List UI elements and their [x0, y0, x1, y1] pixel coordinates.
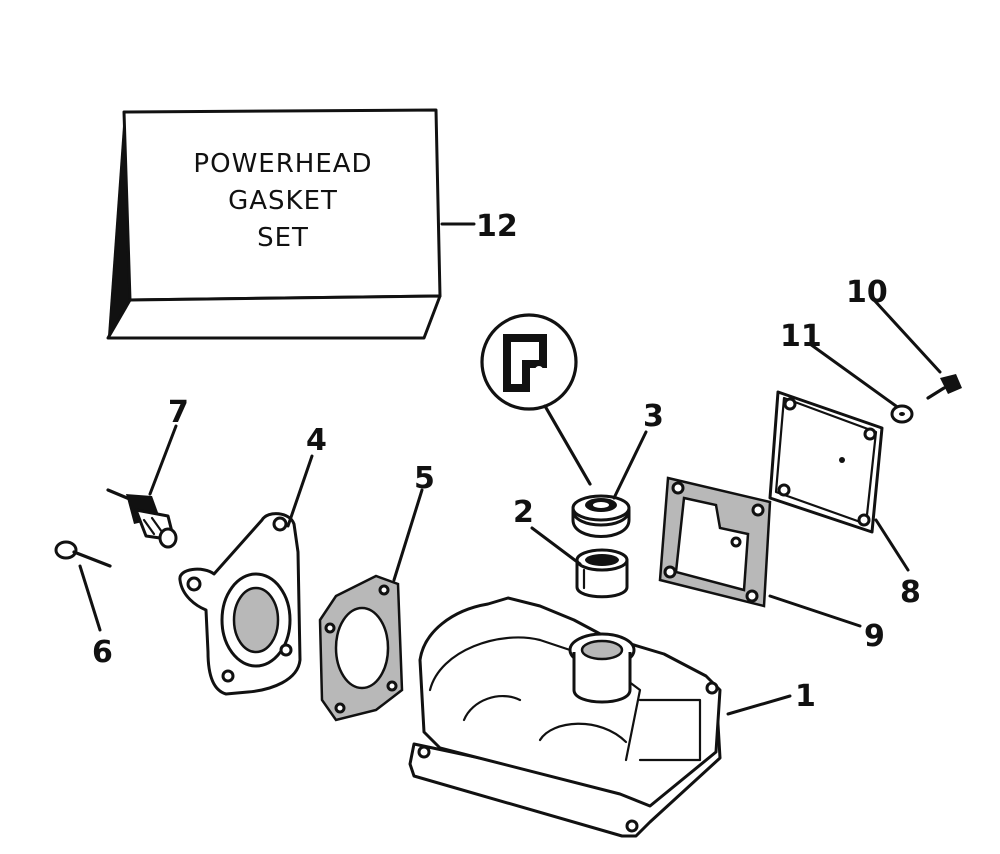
callout-5: 5	[414, 461, 435, 496]
box-label-line-1: POWERHEAD	[193, 149, 372, 179]
callout-1: 1	[795, 679, 816, 714]
callout-labels: 1 2 3 4 5 6 7 8 9 10 11 12	[92, 209, 921, 714]
callout-7: 7	[168, 395, 189, 430]
callout-12: 12	[476, 209, 518, 244]
bearing-housing-part	[178, 512, 302, 696]
cover-plate-part	[768, 390, 884, 534]
box-label-line-3: SET	[257, 223, 309, 253]
callout-8: 8	[900, 575, 921, 610]
bearing-part	[575, 548, 629, 599]
seal-part	[571, 494, 631, 538]
callout-11: 11	[780, 319, 822, 354]
leader-lines	[78, 222, 942, 716]
callout-6: 6	[92, 635, 113, 670]
callout-2: 2	[513, 495, 534, 530]
box-label-line-2: GASKET	[228, 186, 338, 216]
callout-3: 3	[643, 399, 664, 434]
washer-part	[890, 404, 914, 424]
bolt-part	[54, 540, 112, 568]
temperature-switch-part	[106, 488, 178, 549]
callout-4: 4	[306, 423, 327, 458]
callout-9: 9	[864, 619, 885, 654]
screw-part	[926, 374, 962, 400]
housing-gasket-part	[318, 574, 404, 722]
gasket-set-box: POWERHEAD GASKET SET	[106, 108, 442, 340]
cover-gasket-part	[658, 476, 772, 608]
crankcase-part	[408, 596, 722, 838]
callout-10: 10	[846, 275, 888, 310]
seal-detail-inset	[480, 313, 592, 486]
